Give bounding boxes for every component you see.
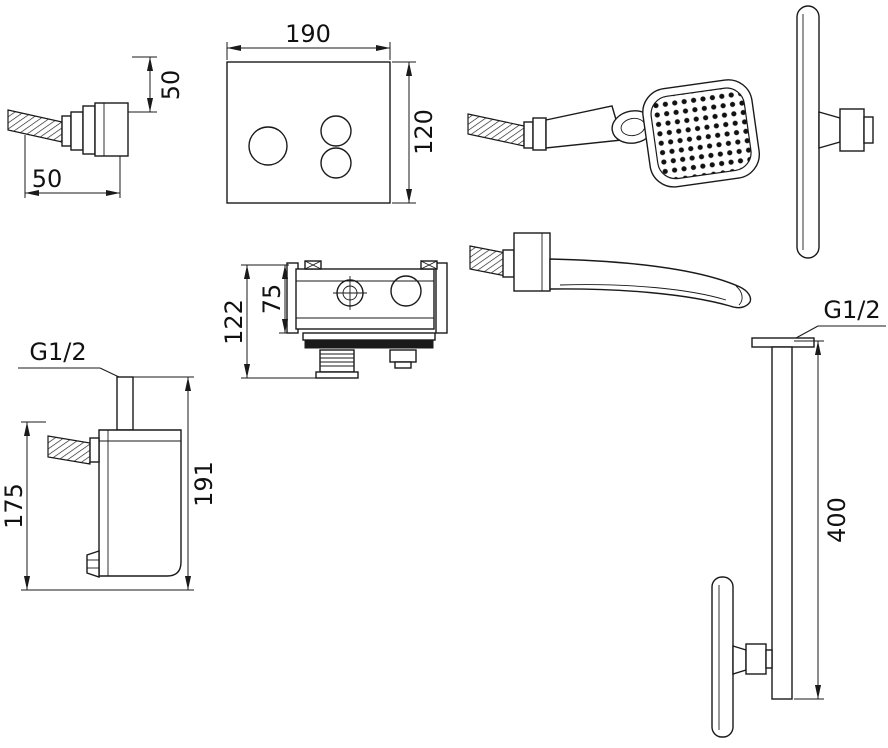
mount-tab [420,260,438,270]
shower-panel [796,5,820,259]
spray-face-dots [650,87,752,180]
shower-hose [7,109,63,143]
dim-plate-width: 190 [226,20,391,60]
dim-mixer-total-height: 191 [21,376,218,591]
shower-arm-view: G1/2 400 [711,296,886,738]
diverter-knob [248,126,288,166]
dim-text-plate-width: 190 [285,20,331,48]
valve-body [295,268,435,330]
seal-band [304,340,434,349]
outlet-stub [389,349,417,369]
dim-bracket-depth: 50 [24,135,121,198]
dim-text-arm-length: 400 [823,497,851,543]
dim-arm-length: 400 [794,340,851,700]
control-button [320,115,352,147]
hand-shower-view [467,79,761,188]
hose-nut [502,249,515,278]
dim-text-valve-total-height: 122 [220,299,248,345]
valve-end-cap [435,262,448,334]
arm-thread-label: G1/2 [823,296,880,324]
dim-text-bracket-depth: 50 [32,165,63,193]
dim-valve-body-height: 75 [258,265,289,334]
dim-text-plate-height: 120 [410,109,438,155]
mount-tab [304,260,322,270]
hose-nut [61,115,72,147]
bracket-knob [863,116,874,144]
dim-text-mixer-height: 175 [0,483,28,529]
outlet-port [390,275,422,307]
panel-bracket [732,645,747,675]
spout-base [513,232,551,292]
bracket-neck [82,105,96,155]
shower-hose [467,113,525,147]
hose-bracket-view: 50 50 [7,56,185,198]
shower-head-face [642,79,761,188]
arm-pipe [771,346,793,700]
hose-nut [70,111,84,151]
dim-mixer-height: 175 [0,421,46,590]
control-button [320,147,352,179]
bath-spout-view [469,232,752,309]
dim-text-mixer-total-height: 191 [190,461,218,507]
overhead-shower-side-view [796,5,874,259]
dim-text-bracket-height: 50 [157,70,185,101]
dim-valve-total-height: 122 [220,264,316,379]
hose-nut [532,117,547,151]
outlet-spout [86,550,100,578]
inlet-hose [47,435,91,465]
threaded-connector [315,349,359,379]
bracket-stub [765,649,773,669]
mount-plate-edge [302,332,436,341]
dim-text-valve-body-height: 75 [258,284,286,315]
inlet-hose [469,245,507,277]
dim-plate-height: 120 [392,61,438,204]
valve-body-view: 122 75 [220,260,448,379]
bracket-block [745,643,767,675]
arm-flange [751,337,815,348]
spout-nozzle [549,258,752,309]
dim-bracket-height: 50 [128,56,185,113]
hose-nut [523,121,534,149]
mixer-body [98,429,182,577]
bracket-block [839,108,865,152]
head-panel-side [711,576,734,738]
mixer-inlet-pipe [116,376,134,431]
panel-bracket [818,111,841,149]
trim-plate [226,61,391,204]
mixer-side-view: G1/2 175 191 [0,338,218,591]
shower-handle [545,105,623,149]
bracket-body [94,102,129,157]
trim-plate-view: 190 120 [226,20,438,204]
mixer-thread-label: G1/2 [29,338,86,366]
hose-nut [89,437,100,463]
